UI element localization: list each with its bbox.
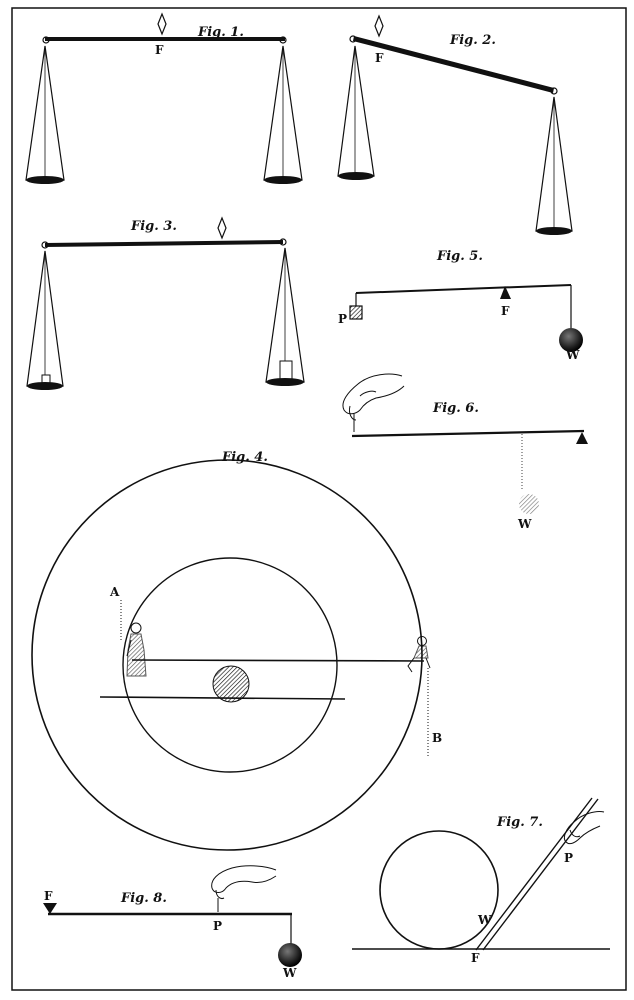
fig8-power-label: P (213, 919, 222, 933)
fig6-fulcrum (576, 432, 588, 444)
fig3-right-pan (265, 247, 305, 386)
fig7-weight-label: W (477, 913, 492, 927)
fig8-weight-ball (278, 943, 302, 967)
fig2-title: Fig. 2. (449, 33, 496, 48)
fig4-globe (212, 665, 250, 703)
fig5-fulcrum-label: F (501, 304, 510, 318)
fig3-large-weight (279, 360, 293, 382)
fig7-hand (563, 811, 605, 845)
fig6-title: Fig. 6. (432, 401, 479, 416)
fig3-beam (45, 240, 283, 247)
fig5: Fig. 5. P F W (338, 249, 583, 362)
plate-border (11, 7, 627, 991)
fig1: Fig. 1. F (25, 12, 303, 184)
fig4: Fig. 4. A B (31, 450, 442, 851)
fig1-pointer (157, 12, 167, 36)
fig4-seated-figure (407, 636, 431, 673)
fig5-title: Fig. 5. (436, 249, 483, 264)
fig6-beam (351, 429, 585, 438)
fig8-hand (211, 865, 277, 912)
fig5-power-weight (349, 305, 363, 320)
fig3-title: Fig. 3. (130, 219, 177, 234)
fig4-inner-circle (122, 557, 338, 773)
fig4-standing-figure (126, 622, 147, 677)
fig4-outer-circle (31, 459, 423, 851)
fig8: Fig. 8. F P W (43, 865, 302, 980)
fig1-title: Fig. 1. (197, 25, 244, 40)
fig8-fulcrum (43, 903, 57, 914)
fig5-fulcrum (500, 286, 511, 299)
fig6: Fig. 6. W (342, 373, 588, 531)
fig3-pointer (217, 216, 227, 240)
fig1-left-pan (25, 45, 65, 184)
fig1-beam (45, 37, 285, 41)
fig1-right-pan (263, 45, 303, 184)
fig5-power-label: P (338, 312, 347, 326)
fig2-pointer (374, 14, 384, 38)
fig8-title: Fig. 8. (120, 891, 167, 906)
fig2-fulcrum-label: F (375, 51, 384, 65)
fig4-point-b-label: B (432, 731, 442, 745)
fig4-title: Fig. 4. (221, 450, 268, 465)
fig6-hand (342, 373, 405, 432)
fig5-weight-ball (559, 328, 583, 352)
fig4-lever (131, 659, 425, 662)
fig8-fulcrum-label: F (44, 889, 53, 903)
fig7-title: Fig. 7. (496, 815, 543, 830)
fig5-weight-label: W (565, 348, 580, 362)
fig6-weight-label: W (517, 517, 532, 531)
fig8-weight-label: W (282, 966, 297, 980)
fig2-left-pan (337, 45, 375, 180)
fig4-point-a-label: A (109, 585, 120, 599)
fig3-left-pan (26, 250, 64, 390)
fig2: Fig. 2. F (337, 14, 573, 235)
fig5-beam (355, 284, 572, 294)
fig2-beam (353, 36, 554, 93)
fig6-weight-ball (519, 494, 539, 514)
fig7-wheel (379, 830, 499, 950)
fig2-right-pan (535, 96, 573, 235)
fig7: Fig. 7. P W F (352, 797, 610, 965)
fig3: Fig. 3. (26, 216, 305, 390)
fig1-fulcrum-label: F (155, 43, 164, 57)
fig7-power-label: P (564, 851, 573, 865)
fig7-fulcrum-label: F (471, 951, 480, 965)
